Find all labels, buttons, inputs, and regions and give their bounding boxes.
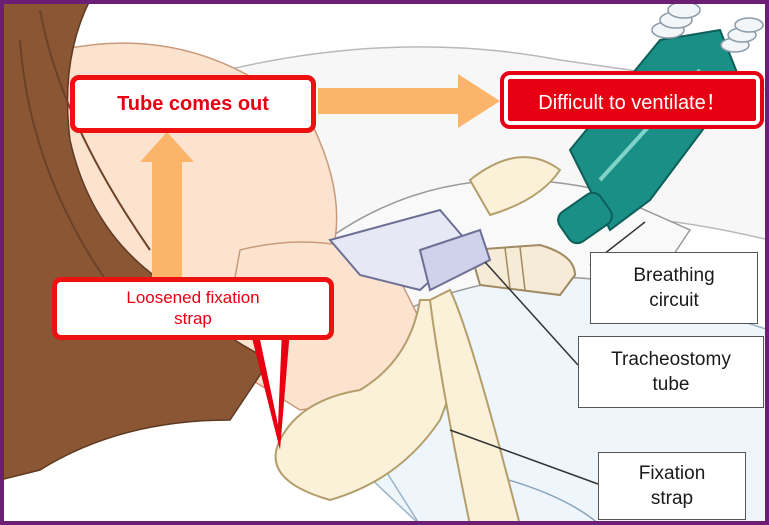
fixation-strap-label: Fixation strap xyxy=(598,452,746,520)
tracheostomy-tube-label: Tracheostomy tube xyxy=(578,336,764,408)
tube-comes-out-text: Tube comes out xyxy=(117,93,269,116)
difficult-to-ventilate-callout: Difficult to ventilate！ xyxy=(504,75,760,125)
loosened-strap-text: Loosened fixation strap xyxy=(126,288,259,329)
tube-comes-out-callout: Tube comes out xyxy=(70,75,316,133)
loosened-strap-callout: Loosened fixation strap xyxy=(52,277,334,340)
breathing-circuit-label: Breathing circuit xyxy=(590,252,758,324)
difficult-to-ventilate-text: Difficult to ventilate！ xyxy=(538,86,726,115)
